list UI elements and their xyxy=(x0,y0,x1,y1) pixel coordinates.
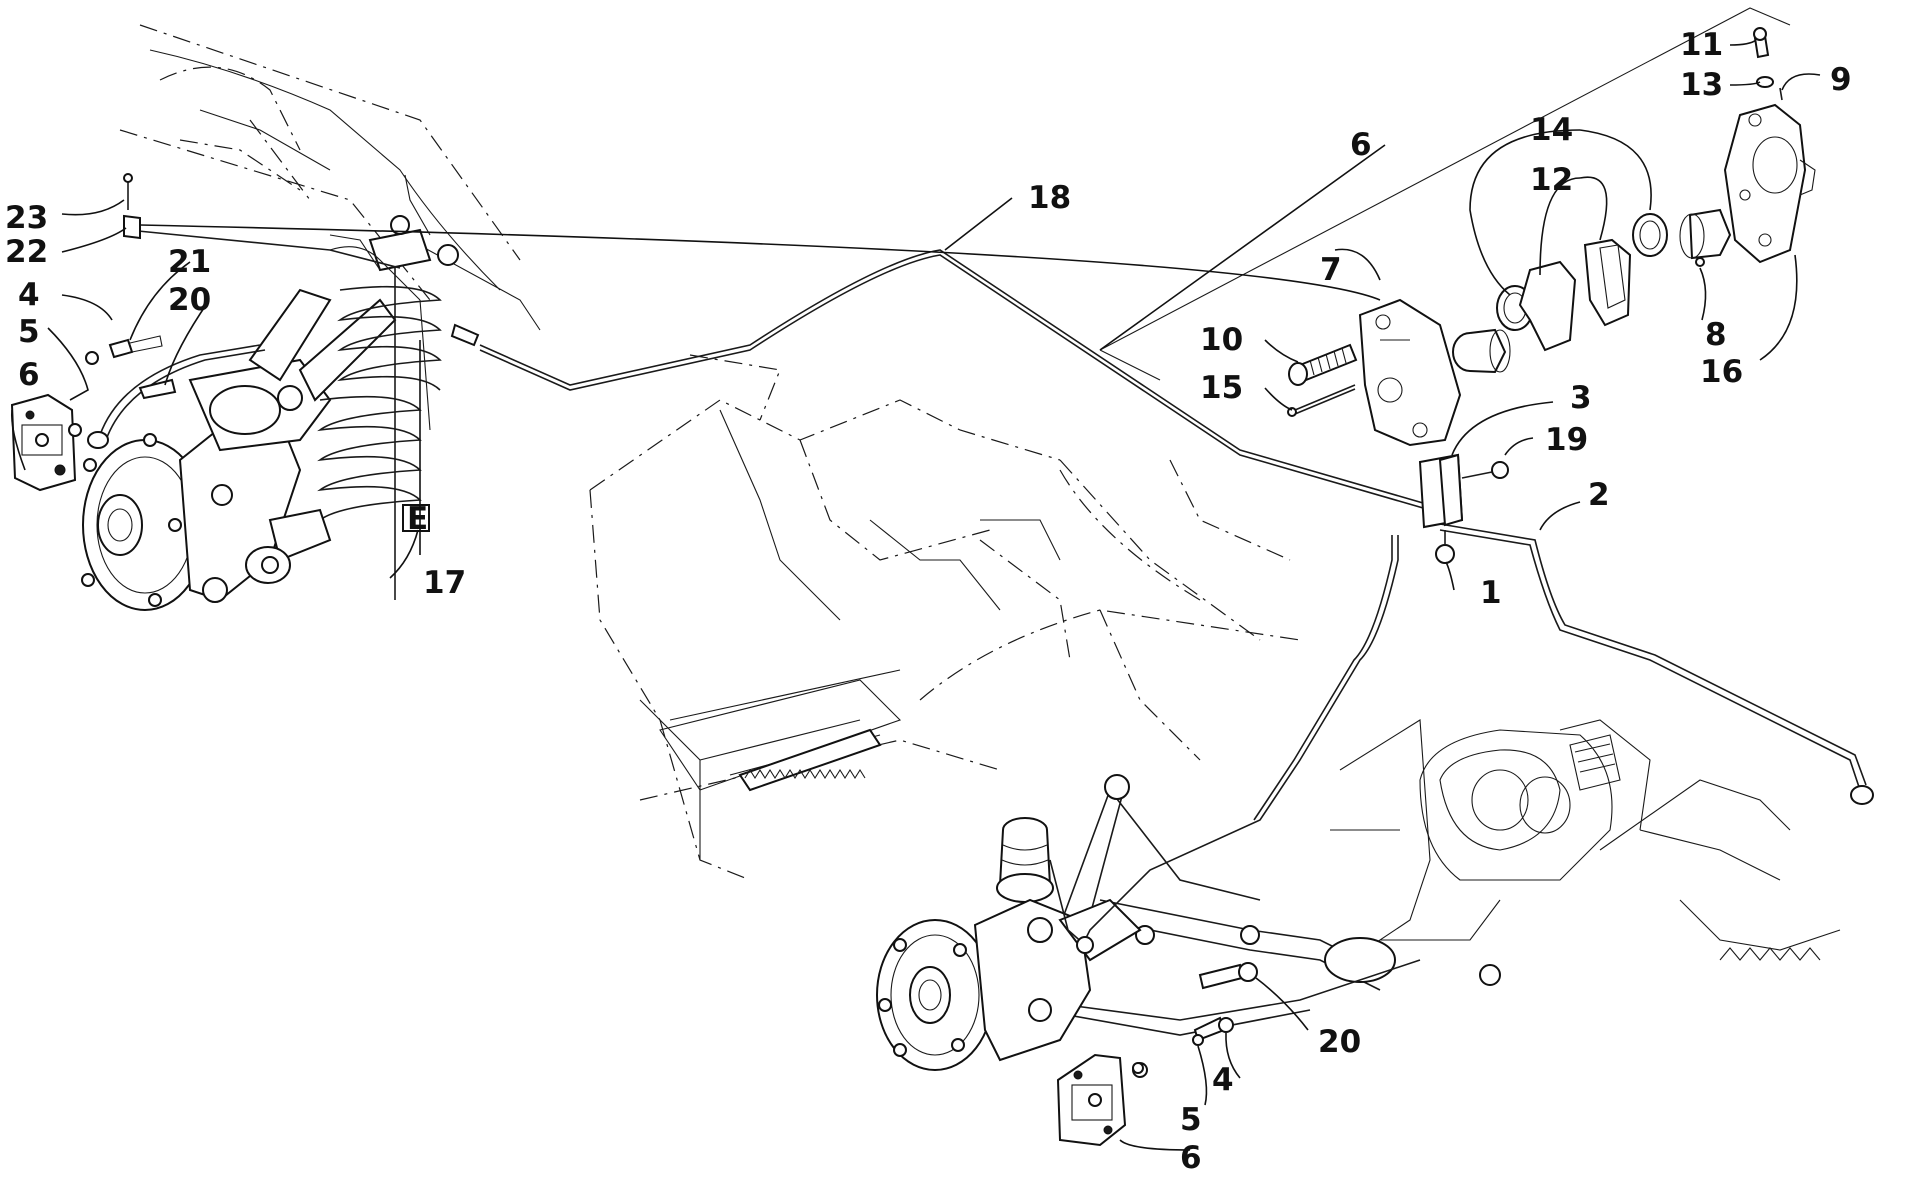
front-a-arm xyxy=(1029,774,1421,1036)
callout-18: 18 xyxy=(1028,180,1071,216)
main-brake-line xyxy=(479,249,1456,511)
callout-2: 2 xyxy=(1588,477,1610,513)
callout-4-front: 4 xyxy=(1212,1062,1234,1098)
front-bumper xyxy=(1330,719,1841,986)
caliper-exploded xyxy=(1099,7,1816,447)
callout-7: 7 xyxy=(1320,252,1342,288)
callout-21: 21 xyxy=(168,244,211,280)
front-fasteners xyxy=(1132,962,1258,1074)
callout-3: 3 xyxy=(1570,380,1592,416)
rear-brake-line xyxy=(123,173,480,347)
callout-9: 9 xyxy=(1830,62,1852,98)
callout-16: 16 xyxy=(1700,354,1743,390)
callout-6-front: 6 xyxy=(1180,1140,1202,1176)
front-brake-hose xyxy=(1049,523,1874,954)
callout-5-front: 5 xyxy=(1180,1102,1202,1138)
callout-5-rear: 5 xyxy=(18,314,40,350)
brake-junction-block xyxy=(1418,453,1509,564)
front-shock xyxy=(996,817,1054,903)
rear-swing-arm xyxy=(188,288,397,452)
callout-11: 11 xyxy=(1680,27,1723,63)
fitting-label: E xyxy=(407,501,428,537)
rear-caliper xyxy=(10,393,77,492)
leader-lines xyxy=(10,39,1821,1151)
callout-23: 23 xyxy=(5,200,48,236)
front-frame-outline xyxy=(589,354,1301,881)
front-hub xyxy=(876,898,1142,1071)
callout-10: 10 xyxy=(1200,322,1243,358)
callout-6-assembly: 6 xyxy=(1350,127,1372,163)
callouts: 1 2 3 4 4 5 5 6 6 6 7 8 9 10 11 12 13 14… xyxy=(5,27,1852,1176)
callout-1: 1 xyxy=(1480,575,1502,611)
callout-12: 12 xyxy=(1530,162,1573,198)
callout-20-rear: 20 xyxy=(168,282,211,318)
junction-fitting: E xyxy=(402,501,430,537)
rear-shock-spring xyxy=(245,215,459,600)
callout-4-rear: 4 xyxy=(18,277,40,313)
rear-brake-hose xyxy=(68,335,266,449)
callout-19: 19 xyxy=(1545,422,1588,458)
callout-17: 17 xyxy=(423,565,466,601)
callout-6-rear: 6 xyxy=(18,357,40,393)
callout-20-front: 20 xyxy=(1318,1024,1361,1060)
rear-frame-outline xyxy=(119,24,541,331)
callout-8: 8 xyxy=(1705,317,1727,353)
callout-13: 13 xyxy=(1680,67,1723,103)
callout-15: 15 xyxy=(1200,370,1243,406)
front-caliper xyxy=(1056,1053,1148,1147)
callout-22: 22 xyxy=(5,234,48,270)
callout-14: 14 xyxy=(1530,112,1573,148)
footrest xyxy=(639,669,902,860)
